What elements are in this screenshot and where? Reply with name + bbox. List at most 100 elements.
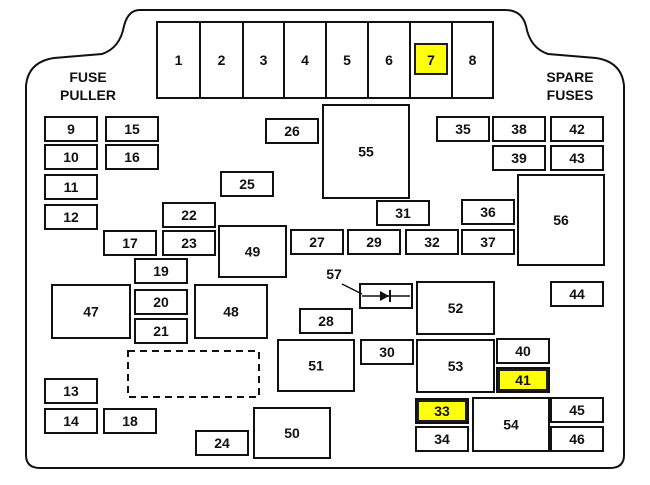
fuse-53: 53: [416, 339, 495, 393]
fuse-47-box: [51, 284, 131, 339]
fuse-9: 9: [44, 116, 98, 142]
fuse-52-box: [416, 281, 495, 335]
fuse-18-label: 18: [122, 413, 138, 429]
fuse-3-label: 3: [260, 52, 268, 68]
fuse-46-box: [550, 426, 604, 452]
fuse-54: 54: [472, 397, 550, 452]
fuse-3-box: [242, 21, 285, 99]
fuse-6-box: [367, 21, 411, 99]
fuse-16-label: 16: [124, 149, 140, 165]
fuse-35-box: [436, 116, 490, 142]
fuse-45-box: [550, 397, 604, 423]
fuse-48-box: [194, 284, 268, 339]
fuse-47-label: 47: [83, 304, 99, 320]
fuse-49-box: [218, 225, 287, 278]
fuse-20-box: [134, 289, 188, 315]
fuse-28: 28: [299, 308, 353, 334]
fuse-21-box: [134, 318, 188, 344]
fuse-42: 42: [550, 116, 604, 142]
fuse-31-box: [376, 200, 430, 226]
fuse-18: 18: [103, 408, 157, 434]
spare-fuses-label: SPARE: [546, 69, 593, 85]
fuse-46-label: 46: [569, 431, 585, 447]
fuse-43: 43: [550, 145, 604, 171]
fuse-57: 57: [326, 266, 342, 282]
fuse-puller-label: PULLER: [60, 87, 116, 103]
fuse-38-label: 38: [511, 121, 527, 137]
fuse-39-box: [492, 145, 546, 171]
fuse-9-label: 9: [67, 121, 75, 137]
fuse-26: 26: [265, 118, 319, 144]
fuse-28-label: 28: [318, 313, 334, 329]
fuse-19-box: [134, 258, 188, 284]
fuse-21-label: 21: [153, 323, 169, 339]
spare-fuses-label: FUSES: [547, 87, 594, 103]
fuse-38: 38: [492, 116, 546, 142]
fuse-37-label: 37: [480, 234, 496, 250]
highlight-marker: [498, 369, 548, 391]
fuse-18-box: [103, 408, 157, 434]
fuse-31: 31: [376, 200, 430, 226]
fuse-43-box: [550, 145, 604, 171]
fuse-11: 11: [44, 174, 98, 200]
fuse-50-box: [253, 407, 331, 459]
fuse-33-label: 33: [434, 403, 450, 419]
fuse-8-box: [451, 21, 494, 99]
fuse-35: 35: [436, 116, 490, 142]
fuse-51-box: [277, 339, 355, 392]
diode-icon: [341, 283, 413, 309]
fuse-37-box: [461, 229, 515, 255]
fuse-55-label: 55: [358, 144, 374, 160]
fuse-42-box: [550, 116, 604, 142]
fuse-32-label: 32: [424, 234, 440, 250]
fuse-7: 7: [409, 21, 453, 99]
fuse-34: 34: [415, 426, 469, 452]
fuse-47: 47: [51, 284, 131, 339]
fuse-1: 1: [156, 21, 201, 99]
fuse-30-box: [360, 339, 414, 365]
fuse-50: 50: [253, 407, 331, 459]
fuse-17: 17: [103, 230, 157, 256]
fuse-32-box: [405, 229, 459, 255]
empty-slot: [127, 350, 260, 398]
fuse-puller-label: FUSE: [69, 69, 106, 85]
fuse-4-label: 4: [301, 52, 309, 68]
fuse-6: 6: [367, 21, 411, 99]
fuse-25-label: 25: [239, 176, 255, 192]
fuse-11-box: [44, 174, 98, 200]
fuse-19-label: 19: [153, 263, 169, 279]
fuse-28-box: [299, 308, 353, 334]
fuse-22-label: 22: [181, 207, 197, 223]
fuse-10-label: 10: [63, 149, 79, 165]
fuse-56-box: [517, 174, 605, 266]
fuse-16: 16: [105, 144, 159, 170]
fuse-25: 25: [220, 171, 274, 197]
fuse-25-box: [220, 171, 274, 197]
fuse-52-label: 52: [448, 300, 464, 316]
fuse-24-label: 24: [214, 435, 230, 451]
fuse-13: 13: [44, 378, 98, 404]
fuse-23-box: [162, 230, 216, 256]
fuse-36-label: 36: [480, 204, 496, 220]
fuse-12-box: [44, 204, 98, 230]
fuse-45-label: 45: [569, 402, 585, 418]
fuse-48-label: 48: [223, 304, 239, 320]
fuse-29: 29: [347, 229, 401, 255]
fuse-40-label: 40: [515, 343, 531, 359]
fuse-24-box: [195, 430, 249, 456]
fuse-45: 45: [550, 397, 604, 423]
fuse-14: 14: [44, 408, 98, 434]
fuse-1-box: [156, 21, 201, 99]
fuse-2-box: [199, 21, 244, 99]
fuse-23: 23: [162, 230, 216, 256]
highlight-marker: [414, 43, 448, 75]
fuse-53-box: [416, 339, 495, 393]
fuse-33: 33: [415, 398, 469, 424]
fuse-8-label: 8: [469, 52, 477, 68]
fuse-14-label: 14: [63, 413, 79, 429]
fuse-19: 19: [134, 258, 188, 284]
fuse-26-label: 26: [284, 123, 300, 139]
fuse-43-label: 43: [569, 150, 585, 166]
fuse-13-box: [44, 378, 98, 404]
